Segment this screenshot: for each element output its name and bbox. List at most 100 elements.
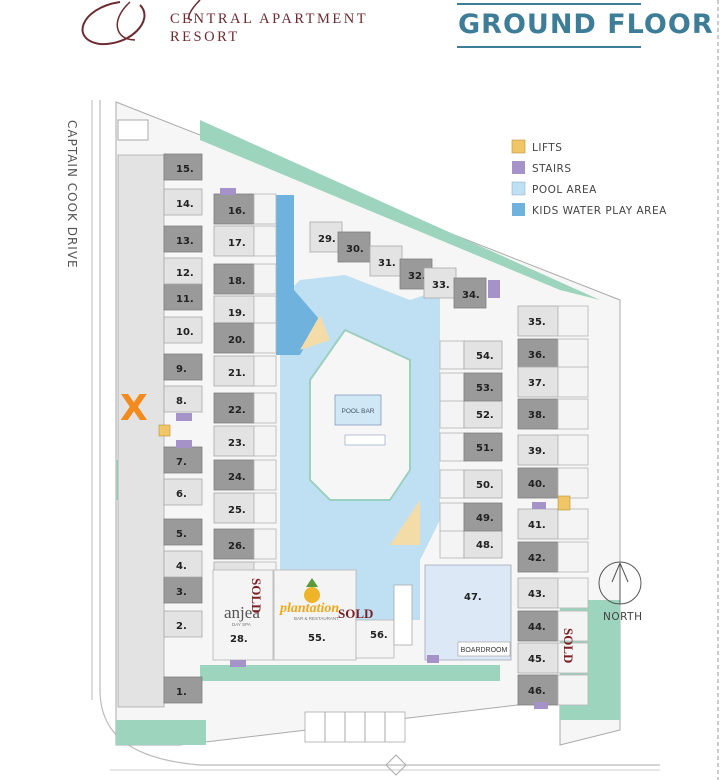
green-sw (116, 720, 206, 745)
legend-kids-swatch (512, 203, 525, 216)
unit-33-label: 33. (432, 280, 450, 291)
roundabout (385, 754, 407, 776)
unit-35 (517, 305, 559, 337)
unit-22-label: 22. (228, 405, 246, 416)
unit-14 (163, 188, 203, 216)
unit-23-label: 23. (228, 438, 246, 449)
unit-44-balcony (557, 610, 589, 642)
legend-lifts-swatch (511, 139, 526, 154)
carpark-bays (304, 711, 406, 743)
sold-badge-45: SOLD (561, 628, 576, 663)
unit-41-balcony (557, 508, 589, 540)
kids-water-play-area-2 (294, 290, 320, 355)
unit-25-label: 25. (228, 505, 246, 516)
unit-15 (163, 153, 203, 181)
unit-39-label: 39. (528, 446, 546, 457)
unit-30-label: 30. (346, 244, 364, 255)
unit-48-balcony (439, 529, 465, 559)
unit-21-label: 21. (228, 368, 246, 379)
unit-12-label: 12. (176, 268, 194, 279)
unit-46 (517, 674, 559, 706)
unit-50-balcony (439, 469, 465, 499)
title-rule-bottom (457, 46, 641, 48)
unit-5-label: 5. (176, 529, 187, 540)
unit-50 (463, 469, 503, 499)
sold-badge-55: SOLD (338, 606, 373, 621)
unit-54-balcony (439, 340, 465, 370)
title-rule-top (457, 3, 641, 5)
pineapple-leaf-icon (306, 578, 318, 587)
unit-10 (163, 316, 203, 344)
lift-west (158, 424, 171, 437)
unit-47-label: 47. (464, 592, 482, 603)
anjea-subtitle: DAY SPA (232, 622, 251, 627)
lift-east (557, 495, 571, 511)
unit-2-label: 2. (176, 621, 187, 632)
unit-53-label: 53. (476, 383, 494, 394)
column-a-units: 1.2.3.4.5.6.7.8.9.10.11.12.13.14.15. (117, 153, 203, 708)
carpark (304, 711, 407, 776)
legend-pool-swatch (511, 181, 526, 196)
unit-5 (163, 518, 203, 546)
unit-52-label: 52. (476, 410, 494, 421)
unit-38 (517, 398, 559, 430)
unit-36-balcony (557, 338, 589, 370)
unit-32-label: 32. (408, 271, 426, 282)
resort-logo-icon (81, 0, 201, 46)
unit-4 (163, 550, 203, 578)
unit-10-label: 10. (176, 327, 194, 338)
unit-11-label: 11. (176, 294, 194, 305)
pool-beach-2 (390, 500, 420, 545)
unit-26 (213, 528, 255, 560)
unit-50-label: 50. (476, 480, 494, 491)
unit-56-label: 56. (370, 630, 388, 641)
legend: LIFTS STAIRS POOL AREA KIDS WATER PLAY A… (511, 139, 667, 217)
unit-26-balcony (253, 528, 277, 560)
unit-24 (213, 459, 255, 491)
unit-7-label: 7. (176, 457, 187, 468)
legend-stairs-label: STAIRS (532, 163, 572, 175)
column-b-units: 16.17.18.19.20.21.22.23.24.25.26.27. (213, 193, 277, 593)
unit-2 (163, 610, 203, 638)
legend-stairs-swatch (512, 161, 525, 174)
green-south (200, 665, 500, 681)
stairs-1 (176, 413, 192, 421)
unit-13-label: 13. (176, 236, 194, 247)
unit-42 (517, 541, 559, 573)
unit-4-label: 4. (176, 561, 187, 572)
boardroom (457, 641, 511, 657)
unit-43-balcony (557, 577, 589, 609)
unit-40-label: 40. (528, 479, 546, 490)
unit-21 (213, 355, 255, 387)
unit-6-label: 6. (176, 489, 187, 500)
unit-43-label: 43. (528, 589, 546, 600)
unit-52-balcony (439, 399, 465, 429)
unit-37-label: 37. (528, 378, 546, 389)
unit-1 (163, 676, 203, 704)
unit-29 (309, 221, 343, 253)
unit-13 (163, 225, 203, 253)
stairs-3 (220, 188, 236, 195)
unit-40 (517, 467, 559, 499)
anjea-spa-block (212, 569, 274, 661)
anjea-logo-text: anjea (224, 603, 260, 622)
stairs-6 (488, 280, 500, 298)
unit-34-label: 34. (462, 290, 480, 301)
unit-19-balcony (253, 295, 277, 327)
unit-41-label: 41. (528, 520, 546, 531)
unit-31-label: 31. (378, 258, 396, 269)
pineapple-icon (304, 587, 320, 603)
unit-45 (517, 642, 559, 674)
green-north-edge (200, 120, 600, 300)
unit-44 (517, 610, 559, 642)
unit-44-label: 44. (528, 622, 546, 633)
unit-38-label: 38. (528, 410, 546, 421)
unit-22-balcony (253, 392, 277, 424)
unit-6 (163, 478, 203, 506)
pool-bar-label: POOL BAR (342, 408, 375, 415)
unit-25-balcony (253, 492, 277, 524)
street-name: CAPTAIN COOK DRIVE (65, 120, 79, 269)
legend-kids-label: KIDS WATER PLAY AREA (532, 205, 667, 217)
unit-29-label: 29. (318, 234, 336, 245)
unit-34 (453, 277, 487, 309)
